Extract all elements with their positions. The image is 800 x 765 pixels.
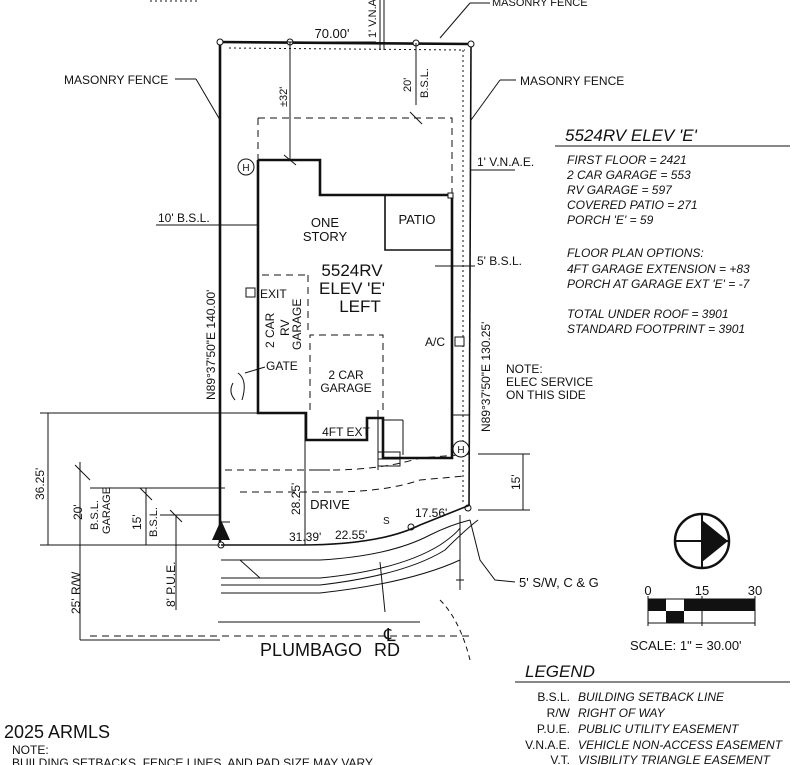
footer-note-text: BUILDING SETBACKS, FENCE LINES, AND PAD …: [12, 756, 373, 765]
legend-abbr-3: P.U.E.: [537, 722, 570, 736]
elec-note-2: ELEC SERVICE: [506, 375, 593, 389]
schedule-line-3: RV GARAGE = 597: [567, 183, 673, 197]
scale-tick-15: 15: [695, 583, 709, 598]
elec-note-3: ON THIS SIDE: [506, 388, 586, 402]
standard-footprint: STANDARD FOOTPRINT = 3901: [567, 322, 745, 336]
road-name-2: RD: [374, 640, 400, 660]
fence-leaders: [156, 78, 516, 267]
north-arrow-icon: [673, 512, 731, 570]
top-dimensions: [150, 0, 490, 166]
vnae-lines: [228, 47, 466, 505]
front-setback-dimension: ±32': [278, 87, 290, 107]
one-story-label-1: ONE: [311, 215, 340, 230]
scale-tick-0: 0: [644, 583, 651, 598]
fence-left-label: MASONRY FENCE: [64, 73, 168, 87]
lot-boundary: [216, 38, 475, 549]
garage-bsl-garage: GARAGE: [101, 487, 113, 534]
top-fence-label: MASONRY FENCE: [492, 0, 588, 9]
hose-bib-markers: H H: [237, 158, 470, 458]
centerline-symbol: ℄: [383, 625, 396, 645]
rv-garage-label-3: GARAGE: [290, 299, 304, 350]
options-title: FLOOR PLAN OPTIONS:: [567, 246, 704, 260]
footer-note-title: NOTE:: [12, 743, 49, 757]
rear-bsl-text: B.S.L.: [419, 68, 431, 98]
schedule-line-2: 2 CAR GARAGE = 553: [566, 168, 691, 182]
bsl15-text: B.S.L.: [148, 507, 160, 537]
model-orientation: LEFT: [339, 297, 381, 316]
car-garage-label-1: 2 CAR: [328, 368, 364, 382]
elec-note-1: NOTE:: [506, 362, 543, 376]
fence-right-label: MASONRY FENCE: [520, 74, 624, 88]
gate-swing: [230, 366, 266, 401]
garage-bsl-bsl: B.S.L.: [89, 500, 101, 530]
patio-label: PATIO: [398, 212, 435, 227]
bsl15-num: 15': [130, 514, 144, 530]
curve-dim-1: 31.39': [289, 530, 321, 544]
legend-desc-1: BUILDING SETBACK LINE: [578, 690, 725, 704]
scale-bar: [647, 596, 756, 626]
scale-text: SCALE: 1" = 30.00': [630, 638, 742, 653]
schedule-line-1: FIRST FLOOR = 2421: [567, 153, 687, 167]
scale-tick-30: 30: [748, 583, 762, 598]
legend-desc-2: RIGHT OF WAY: [578, 706, 666, 720]
drive-length-label: 28.25': [289, 483, 303, 515]
rw-label: 25' R/W: [69, 571, 83, 614]
pue-label: 8' P.U.E.: [164, 562, 178, 607]
side-bsl-left-label: 10' B.S.L.: [158, 211, 210, 225]
lot-width-dimension: 70.00': [314, 26, 349, 41]
ext-label: 4FT EXT: [322, 425, 370, 439]
option-2: PORCH AT GARAGE EXT 'E' = -7: [567, 277, 751, 291]
street-s-marker: S: [383, 516, 390, 527]
schedule-line-4: COVERED PATIO = 271: [567, 198, 698, 212]
legend-title: LEGEND: [525, 662, 595, 681]
side-vnae-label: 1' V.N.A.E.: [477, 155, 534, 169]
rv-garage-label-1: 2 CAR: [263, 312, 277, 348]
legend-abbr-1: B.S.L.: [537, 690, 570, 704]
side-bsl-right-label: 5' B.S.L.: [477, 254, 522, 268]
street-curve: [212, 410, 516, 661]
total-under-roof: TOTAL UNDER ROOF = 3901: [567, 307, 729, 321]
road-centerline: [90, 621, 470, 637]
rear-bsl-num: 20': [402, 78, 414, 92]
model-elevation: ELEV 'E': [319, 279, 385, 298]
legend-desc-5: VISIBILITY TRIANGLE EASEMENT: [578, 753, 772, 765]
east-bearing-label: N89°37'50"E 130.25': [479, 322, 493, 432]
drive-label: DRIVE: [310, 497, 350, 512]
hose-bib-label-2: H: [457, 445, 464, 456]
one-story-label-2: STORY: [303, 229, 348, 244]
hose-bib-label: H: [242, 163, 249, 174]
rv-garage-label-2: RV: [278, 320, 292, 336]
dim-36-label: 36.25': [33, 468, 47, 500]
legend-abbr-2: R/W: [547, 706, 571, 720]
dim-15-right-label: 15': [509, 474, 523, 490]
legend-abbr-5: V.T.: [550, 753, 570, 765]
gate-label: GATE: [266, 359, 298, 373]
legend-abbr-4: V.N.A.E.: [525, 738, 570, 752]
ac-label: A/C: [425, 335, 445, 349]
house-footprint: [245, 158, 469, 467]
legend-desc-4: VEHICLE NON-ACCESS EASEMENT: [578, 738, 784, 752]
exit-label: EXIT: [260, 287, 287, 301]
street-dimensions: [40, 412, 530, 641]
model-name: 5524RV: [321, 261, 383, 280]
sidewalk-label: 5' S/W, C & G: [519, 575, 599, 590]
curve-dim-3: 17.56': [415, 506, 447, 520]
top-vnae-label: 1' V.N.A.E.: [367, 0, 379, 38]
curve-dim-2: 22.55': [335, 528, 367, 542]
west-bearing-label: N89°37'50"E 140.00': [204, 290, 218, 400]
road-name-1: PLUMBAGO: [260, 640, 362, 660]
legend-desc-3: PUBLIC UTILITY EASEMENT: [578, 722, 740, 736]
option-1: 4FT GARAGE EXTENSION = +83: [567, 262, 750, 276]
schedule-title: 5524RV ELEV 'E': [565, 126, 698, 145]
garage-bsl-num: 20': [71, 504, 85, 520]
car-garage-label-2: GARAGE: [320, 381, 371, 395]
schedule-line-5: PORCH 'E' = 59: [567, 213, 654, 227]
copyright-watermark: 2025 ARMLS: [4, 722, 110, 742]
